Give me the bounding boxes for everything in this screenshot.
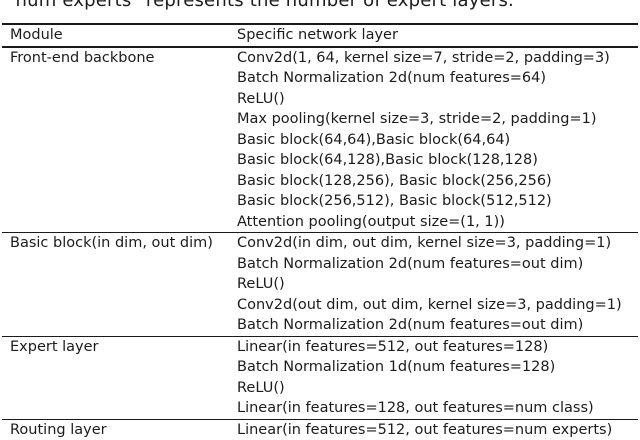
layer-line: Conv2d(1, 64, kernel size=7, stride=2, p… (237, 49, 610, 66)
table-row: Front-end backbone Conv2d(1, 64, kernel s… (2, 47, 638, 233)
layers-cell: Conv2d(in dim, out dim, kernel size=3, p… (237, 233, 638, 337)
layer-line: Max pooling(kernel size=3, stride=2, pad… (237, 111, 597, 127)
layer-line: Basic block(256,512), Basic block(512,51… (237, 193, 552, 209)
layer-line: Linear(in features=512, out features=128… (237, 338, 549, 355)
network-spec-table: Module Specific network layer Front-end … (2, 23, 638, 440)
layer-line: Basic block(128,256), Basic block(256,25… (237, 172, 552, 189)
layer-line: Batch Normalization 2d(num features=out … (237, 317, 584, 333)
layer-line: Batch Normalization 2d(num features=out … (237, 255, 584, 272)
layer-line: Batch Normalization 2d(num features=64) (237, 70, 547, 86)
table-row: Basic block(in dim, out dim) Conv2d(in di… (2, 233, 638, 337)
module-cell: Front-end backbone (10, 49, 155, 66)
table-row: Routing layer Linear(in features=512, out… (2, 419, 638, 440)
layer-line: Linear(in features=512, out features=num… (237, 421, 613, 438)
column-header-specific-network-layer: Specific network layer (237, 27, 398, 43)
table-row: Expert layer Linear(in features=512, out … (2, 336, 638, 419)
layer-line: Basic block(64,128),Basic block(128,128) (237, 152, 538, 168)
layer-line: Attention pooling(output size=(1, 1)) (237, 213, 505, 230)
header-row: Module Specific network layer (2, 24, 638, 47)
layers-cell: Conv2d(1, 64, kernel size=7, stride=2, p… (237, 47, 638, 233)
module-cell: Routing layer (10, 421, 107, 438)
table-body: Front-end backbone Conv2d(1, 64, kernel s… (2, 47, 638, 440)
module-cell: Basic block(in dim, out dim) (10, 235, 213, 251)
layer-line: ReLU() (237, 276, 285, 292)
layer-line: ReLU() (237, 379, 285, 396)
layer-line: Batch Normalization 1d(num features=128) (237, 359, 556, 375)
layer-line: Basic block(64,64),Basic block(64,64) (237, 131, 511, 148)
column-header-module: Module (10, 27, 63, 43)
module-cell: Expert layer (10, 338, 99, 355)
layer-line: Linear(in features=128, out features=num… (237, 400, 594, 416)
layer-line: ReLU() (237, 90, 285, 107)
layers-cell: Linear(in features=512, out features=num… (237, 419, 638, 440)
layer-line: Conv2d(in dim, out dim, kernel size=3, p… (237, 235, 612, 251)
layers-cell: Linear(in features=512, out features=128… (237, 336, 638, 419)
table-caption: "num experts" represents the number of e… (7, 0, 514, 11)
layer-line: Conv2d(out dim, out dim, kernel size=3, … (237, 296, 622, 313)
